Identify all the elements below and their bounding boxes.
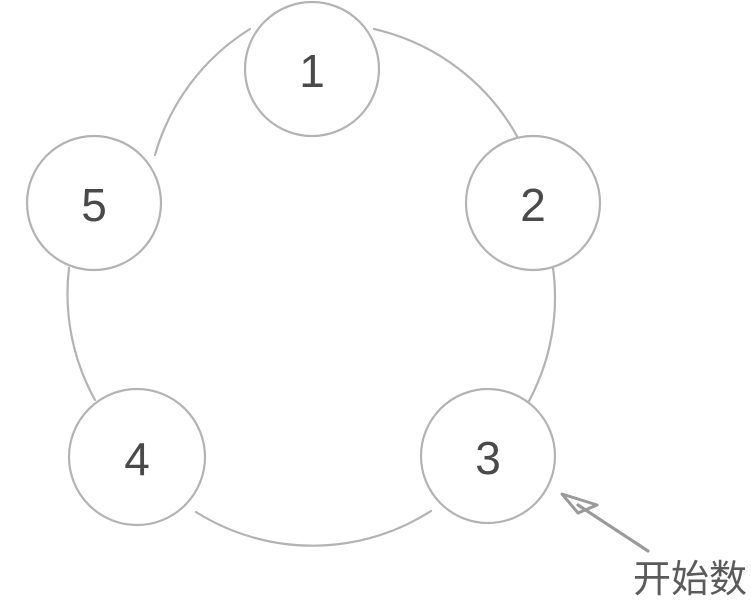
connector-arc-2-3 — [527, 266, 557, 403]
arrow-shaft-line — [576, 503, 650, 553]
connector-arc-5-1 — [153, 27, 252, 157]
start-count-label: 开始数 — [633, 557, 747, 601]
connector-arc-3-4 — [194, 509, 433, 547]
connector-arc-4-5 — [66, 266, 97, 402]
node-1[interactable]: 1 — [243, 0, 381, 138]
node-1-circle[interactable] — [243, 0, 381, 138]
node-2[interactable]: 2 — [464, 134, 602, 272]
node-3-circle[interactable] — [419, 387, 557, 525]
node-2-circle[interactable] — [464, 134, 602, 272]
node-3-label: 3 — [475, 432, 501, 484]
node-4-label: 4 — [124, 433, 150, 485]
connector-arc-1-2 — [372, 27, 520, 140]
node-2-label: 2 — [520, 179, 546, 231]
connector-arcs — [66, 27, 557, 547]
node-4[interactable]: 4 — [67, 387, 207, 527]
node-1-label: 1 — [299, 45, 325, 97]
arrow-head-icon — [560, 492, 599, 515]
node-3[interactable]: 3 — [419, 387, 557, 525]
node-5[interactable]: 5 — [25, 134, 163, 272]
node-5-circle[interactable] — [25, 134, 163, 272]
node-5-label: 5 — [81, 179, 107, 231]
node-4-circle[interactable] — [67, 387, 207, 527]
start-count-arrow — [560, 492, 650, 553]
